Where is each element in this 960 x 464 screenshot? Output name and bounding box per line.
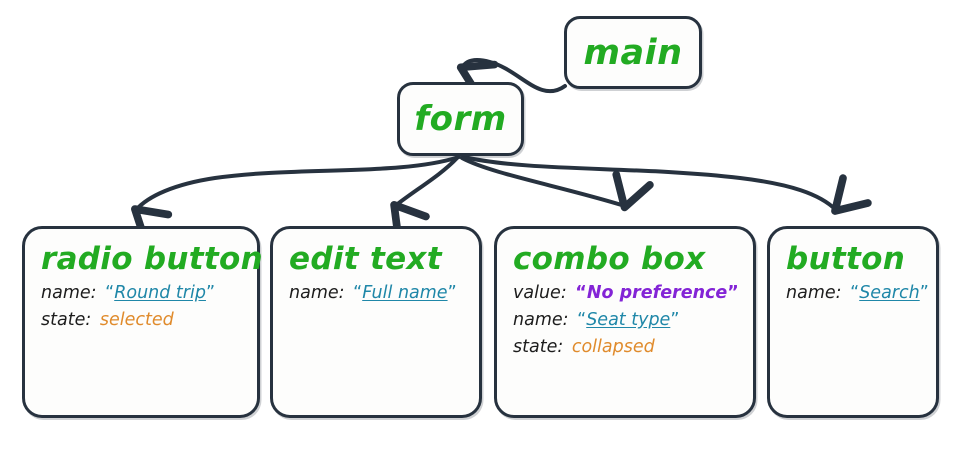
attribute-row: name: “Full name”	[289, 283, 463, 303]
attribute-row: name: “Round trip”	[41, 283, 241, 303]
close-quote: ”	[670, 309, 680, 330]
attribute-key: state	[513, 336, 558, 357]
attribute-key: name	[41, 282, 91, 303]
node-combo-box-title: combo box	[513, 241, 706, 277]
close-quote: ”	[727, 282, 739, 303]
attribute-value: “Search”	[850, 283, 929, 303]
attribute-value: “No preference”	[575, 283, 739, 303]
attribute-separator: :	[85, 309, 92, 330]
attribute-list: name: “Round trip” state: selected	[41, 283, 241, 330]
edge-form-to-edit	[390, 156, 459, 243]
attribute-value-text: Search	[859, 282, 920, 303]
attribute-row: name: “Search”	[786, 282, 929, 303]
node-form[interactable]: form	[397, 82, 524, 156]
attribute-row: state: selected	[41, 310, 241, 330]
attribute-value: selected	[99, 309, 174, 330]
attribute-separator: :	[835, 282, 842, 303]
attribute-value: “Full name”	[353, 283, 457, 303]
attribute-separator: :	[557, 336, 564, 357]
attribute-list: value: “No preference” name: “Seat type”…	[513, 282, 739, 357]
attribute-key: state	[41, 309, 86, 330]
edge-form-to-button	[462, 155, 872, 215]
attribute-row: value: “No preference”	[513, 282, 739, 303]
attribute-list: name: “Full name”	[289, 283, 463, 303]
attribute-value: “Round trip”	[105, 283, 215, 303]
attribute-key: name	[289, 282, 339, 303]
attribute-separator: :	[338, 282, 345, 303]
edge-form-to-combo	[460, 156, 654, 212]
node-radio-button-title: radio button	[41, 241, 263, 277]
node-edit-text-title: edit text	[289, 241, 442, 277]
attribute-row: name: “Seat type”	[513, 310, 737, 330]
attribute-list: name: “Search”	[786, 282, 929, 303]
open-quote: “	[577, 309, 587, 330]
node-combo-box[interactable]: combo box value: “No preference” name: “…	[494, 226, 756, 418]
attribute-value-text: Seat type	[586, 309, 671, 330]
attribute-separator: :	[562, 309, 569, 330]
attribute-separator: :	[90, 282, 97, 303]
node-main[interactable]: main	[564, 16, 702, 89]
close-quote: ”	[919, 282, 929, 303]
attribute-separator: :	[560, 282, 567, 303]
edge-form-to-radio	[131, 155, 461, 246]
node-form-title: form	[414, 99, 507, 139]
attribute-value-text: Full name	[362, 282, 448, 303]
attribute-value: collapsed	[571, 336, 655, 357]
attribute-key: name	[786, 282, 836, 303]
attribute-value-text: No preference	[586, 282, 728, 303]
attribute-key: value	[513, 282, 561, 303]
attribute-value: “Seat type”	[577, 310, 679, 330]
node-button[interactable]: button name: “Search”	[767, 226, 939, 418]
attribute-key: name	[513, 309, 563, 330]
close-quote: ”	[205, 282, 216, 303]
open-quote: “	[353, 282, 363, 303]
node-edit-text[interactable]: edit text name: “Full name”	[270, 226, 482, 418]
attribute-row: state: collapsed	[513, 337, 737, 357]
attribute-value-text: Round trip	[114, 282, 206, 303]
close-quote: ”	[447, 282, 457, 303]
open-quote: “	[850, 282, 860, 303]
open-quote: “	[105, 282, 115, 303]
node-radio-button[interactable]: radio button name: “Round trip” state: s…	[22, 226, 263, 418]
open-quote: “	[575, 282, 587, 303]
node-button-title: button	[786, 241, 906, 277]
node-main-title: main	[583, 32, 683, 73]
